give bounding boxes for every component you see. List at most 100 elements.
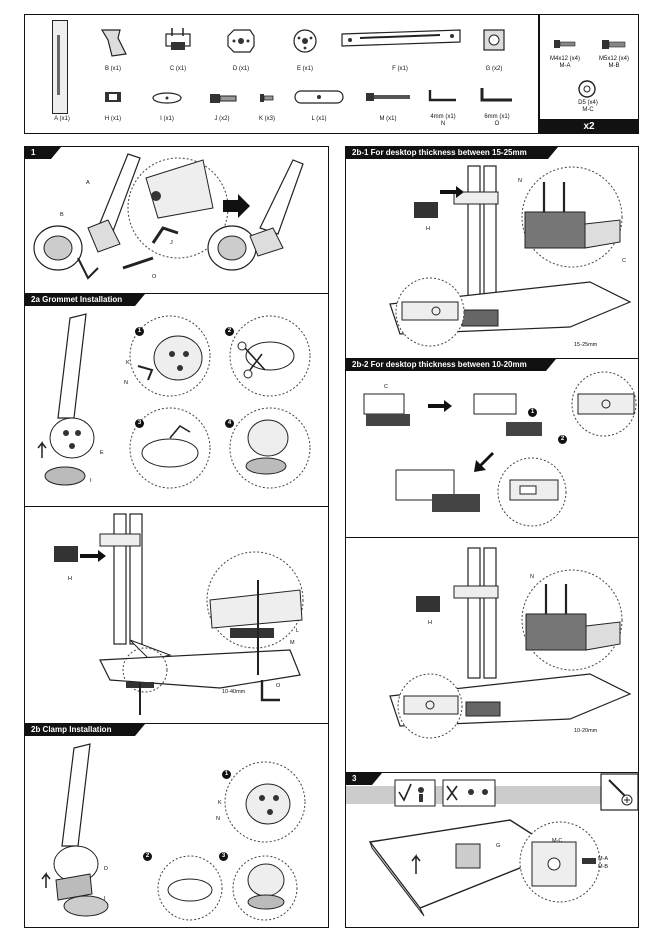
step-2b-illustration	[41, 743, 306, 921]
part-b-label: B (x1)	[104, 66, 122, 72]
step-2b2-title: 2b-2 For desktop thickness between 10-20…	[352, 360, 527, 369]
part-h-label: H (x1)	[104, 116, 122, 122]
step-2b2-low-callout-n: N	[530, 574, 534, 580]
screw-m-b-icon	[602, 40, 626, 49]
step-2b1-title: 2b-1 For desktop thickness between 15-25…	[352, 148, 527, 157]
divider-2a	[24, 293, 329, 295]
step-1-callout-j: J	[170, 240, 173, 246]
step-2b-num-3: 3	[219, 852, 228, 861]
divider-2b	[24, 723, 329, 725]
part-o-sub: O	[494, 121, 500, 127]
part-a-slot	[57, 35, 60, 95]
part-m-icon	[366, 93, 410, 101]
part-i-icon	[152, 92, 182, 104]
step-2b2-num-1: 1	[528, 408, 537, 417]
step-2b2-low-thickness: 10-20mm	[574, 728, 598, 734]
part-h-icon	[105, 92, 121, 102]
step-2b1-callout-h: H	[426, 226, 430, 232]
step-2b-callout-d: D	[104, 866, 108, 872]
step-2b2-illustration	[363, 371, 637, 527]
part-o-hex-key	[480, 88, 512, 102]
step-3-header: 3	[346, 773, 382, 785]
step-2b2-header: 2b-2 For desktop thickness between 10-20…	[346, 359, 556, 371]
step-1-callout-b: B	[60, 212, 64, 218]
step-2b1-illustration	[389, 165, 632, 347]
step-2b-callout-k: K	[218, 800, 222, 806]
part-k-label: K (x3)	[258, 116, 276, 122]
step-2a-mid-callout-o: O	[276, 683, 281, 689]
part-f-label: F (x1)	[392, 66, 408, 72]
step-2b-title: 2b Clamp Installation	[31, 725, 112, 734]
step-2a-mid-callout-m: M	[290, 640, 295, 646]
part-n-hex-key	[428, 90, 456, 102]
part-j-label: J (x2)	[214, 116, 230, 122]
part-n-sub: N	[440, 121, 446, 127]
part-b-icon	[100, 29, 127, 57]
step-1-callout-o: O	[152, 274, 157, 280]
step-3-callout-m-a: M-A	[598, 856, 609, 862]
step-3-wrong-icon	[442, 779, 496, 807]
step-2a-callout-k: K	[126, 360, 130, 366]
part-f-icon	[341, 29, 461, 47]
step-1-callout-a: A	[86, 180, 90, 186]
part-n-label: 4mm (x1)	[430, 114, 456, 120]
part-i-label: I (x1)	[160, 116, 174, 122]
part-c-icon	[165, 28, 191, 50]
parts-divider	[538, 14, 540, 134]
part-o-label: 6mm (x1)	[484, 114, 510, 120]
parts-list-panel	[24, 14, 639, 134]
part-c-label: C (x1)	[169, 66, 187, 72]
step-3-correct-icon	[394, 779, 436, 807]
step-2b-num-1: 1	[222, 770, 231, 779]
step-2b1-callout-c: C	[622, 258, 626, 264]
step-1-illustration	[33, 153, 304, 280]
step-2a-num-4: 4	[225, 419, 234, 428]
part-m-label: M (x1)	[379, 116, 397, 122]
step-2a-illustration	[37, 313, 311, 489]
step-2a-title: 2a Grommet Installation	[31, 295, 123, 304]
part-a-pole	[52, 20, 68, 114]
washer-m-c-label: D5 (x4)	[578, 100, 598, 106]
step-2b2-callout-c: C	[384, 384, 388, 390]
screw-m-a-label: M4x12 (x4)	[549, 56, 581, 62]
washer-m-c-sub: M-C	[582, 107, 594, 113]
step-3-callout-m-b: M-B	[598, 864, 609, 870]
step-2a-callout-n: N	[124, 380, 128, 386]
step-2b2-desk-illustration	[389, 547, 632, 739]
step-1-header: 1	[25, 147, 61, 159]
screw-m-b-label: M5x12 (x4)	[598, 56, 630, 62]
divider-2b2-low	[345, 537, 639, 539]
divider-2b2	[345, 358, 639, 360]
step-2a-num-1: 1	[135, 327, 144, 336]
step-2a-header: 2a Grommet Installation	[25, 294, 145, 306]
part-d-icon	[227, 29, 255, 53]
step-3-title: 3	[352, 774, 357, 783]
step-2b2-low-callout-h: H	[428, 620, 432, 626]
step-1-title: 1	[31, 148, 36, 157]
step-2a-mid-callout-l: L	[296, 628, 300, 634]
step-2a-mid-callout-h: H	[68, 576, 72, 582]
step-2b1-callout-n: N	[518, 178, 522, 184]
part-j-icon	[210, 94, 237, 103]
step-2b2-num-2: 2	[558, 435, 567, 444]
step-2b-callout-n: N	[216, 816, 220, 822]
step-3-callout-g: G	[496, 843, 501, 849]
divider-2a-mid	[24, 506, 329, 508]
step-2a-callout-e: E	[100, 450, 104, 456]
divider-3	[345, 772, 639, 774]
step-2a-mid-thickness: 10-40mm	[222, 689, 246, 695]
part-l-icon	[294, 90, 344, 104]
washer-m-c-icon	[578, 80, 596, 98]
step-2a-num-2: 2	[225, 327, 234, 336]
part-e-label: E (x1)	[296, 66, 314, 72]
step-2b-num-2: 2	[143, 852, 152, 861]
step-2a-callout-i: I	[90, 478, 92, 484]
step-2b-header: 2b Clamp Installation	[25, 724, 145, 736]
screwdriver-icon	[600, 773, 639, 811]
step-2b-callout-i: I	[104, 896, 106, 902]
part-e-icon	[293, 29, 317, 53]
step-2b1-header: 2b-1 For desktop thickness between 15-25…	[346, 147, 558, 159]
screw-m-b-sub: M-B	[608, 63, 620, 69]
step-3-callout-m-c: M-C	[552, 838, 563, 844]
part-d-label: D (x1)	[232, 66, 250, 72]
